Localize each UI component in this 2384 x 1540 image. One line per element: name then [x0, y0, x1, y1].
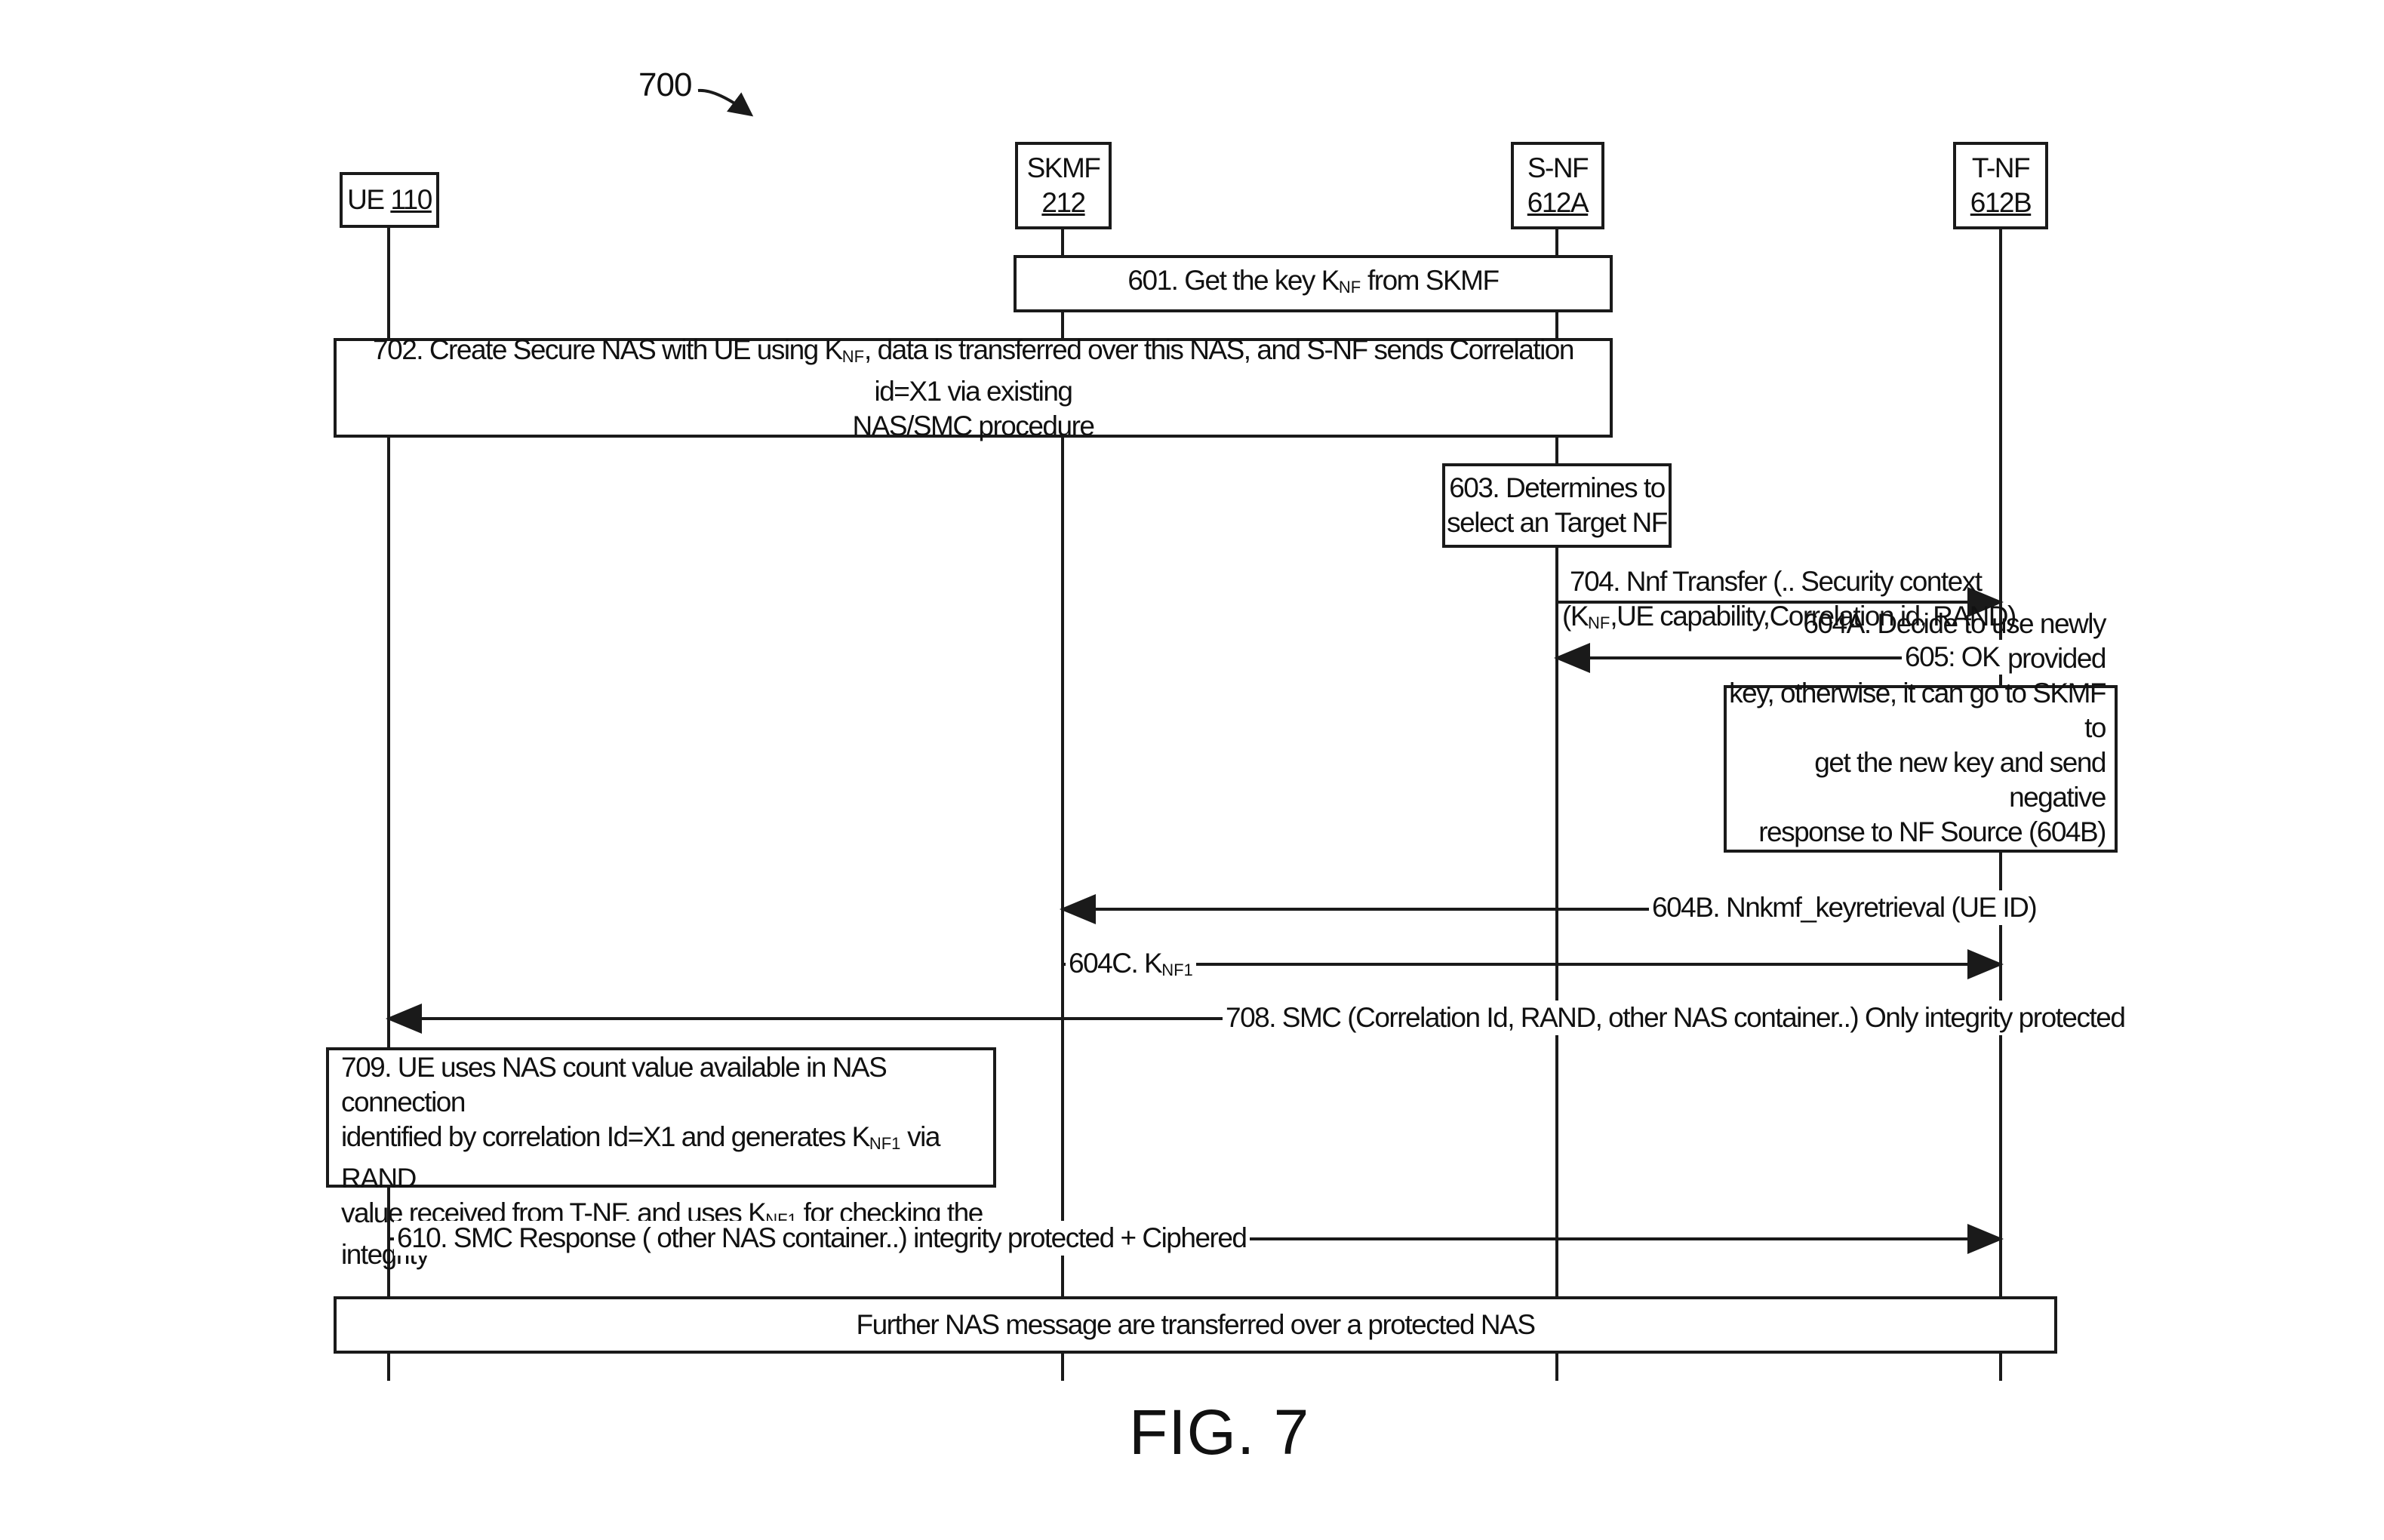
step-further-nas-box: Further NAS message are transferred over… — [334, 1296, 2057, 1354]
entity-skmf: SKMF 212 — [1015, 142, 1112, 229]
entity-tnf-ref: 612B — [1970, 187, 2032, 218]
entity-snf-name: S-NF — [1527, 152, 1589, 183]
entity-tnf: T-NF 612B — [1953, 142, 2048, 229]
entity-snf-ref: 612A — [1527, 187, 1589, 218]
entity-ue: UE 110 — [340, 172, 439, 228]
entity-skmf-ref: 212 — [1041, 187, 1086, 218]
figure-ref-number: 700 — [638, 66, 692, 103]
step-601-box: 601. Get the key KNF from SKMF — [1014, 255, 1613, 312]
step-704-label: 704. Nnf Transfer (.. Security context (… — [1562, 566, 2016, 632]
step-604a-box: 604A. Decide to use newly provided key, … — [1724, 608, 2118, 853]
step-709-box: 709. UE uses NAS count value available i… — [326, 1047, 996, 1270]
step-605-label: 605: OK — [1902, 640, 2003, 675]
entity-ue-name: UE — [347, 184, 385, 215]
entity-skmf-name: SKMF — [1026, 152, 1101, 183]
step-610-label: 610. SMC Response ( other NAS container.… — [394, 1221, 1250, 1256]
step-604b-label: 604B. Nnkmf_keyretrieval (UE ID) — [1649, 890, 2040, 925]
step-603-box: 603. Determines to select an Target NF — [1442, 463, 1672, 548]
ref-700-arrow — [697, 88, 754, 117]
figure-caption: FIG. 7 — [1129, 1397, 1310, 1468]
entity-tnf-name: T-NF — [1971, 152, 2031, 183]
step-708-label: 708. SMC (Correlation Id, RAND, other NA… — [1223, 1001, 2128, 1035]
step-604c-label: 604C. KNF1 — [1066, 946, 1196, 988]
entity-ue-ref: 110 — [390, 184, 432, 215]
step-702-box: 702. Create Secure NAS with UE using KNF… — [334, 334, 1613, 441]
entity-snf: S-NF 612A — [1511, 142, 1604, 229]
